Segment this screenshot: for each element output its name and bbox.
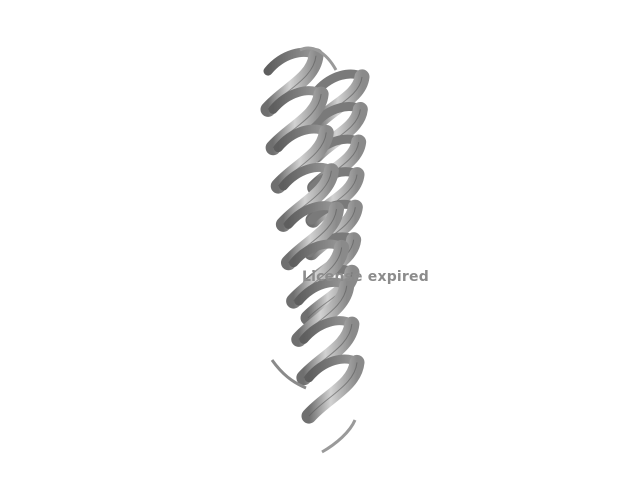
- top-loop: [299, 46, 338, 71]
- c-terminus-tail: [321, 419, 357, 454]
- lower-kink: [270, 359, 307, 390]
- helix-a: [260, 47, 365, 424]
- helix-turn-edge: [308, 362, 358, 417]
- license-watermark: License expired: [302, 269, 429, 285]
